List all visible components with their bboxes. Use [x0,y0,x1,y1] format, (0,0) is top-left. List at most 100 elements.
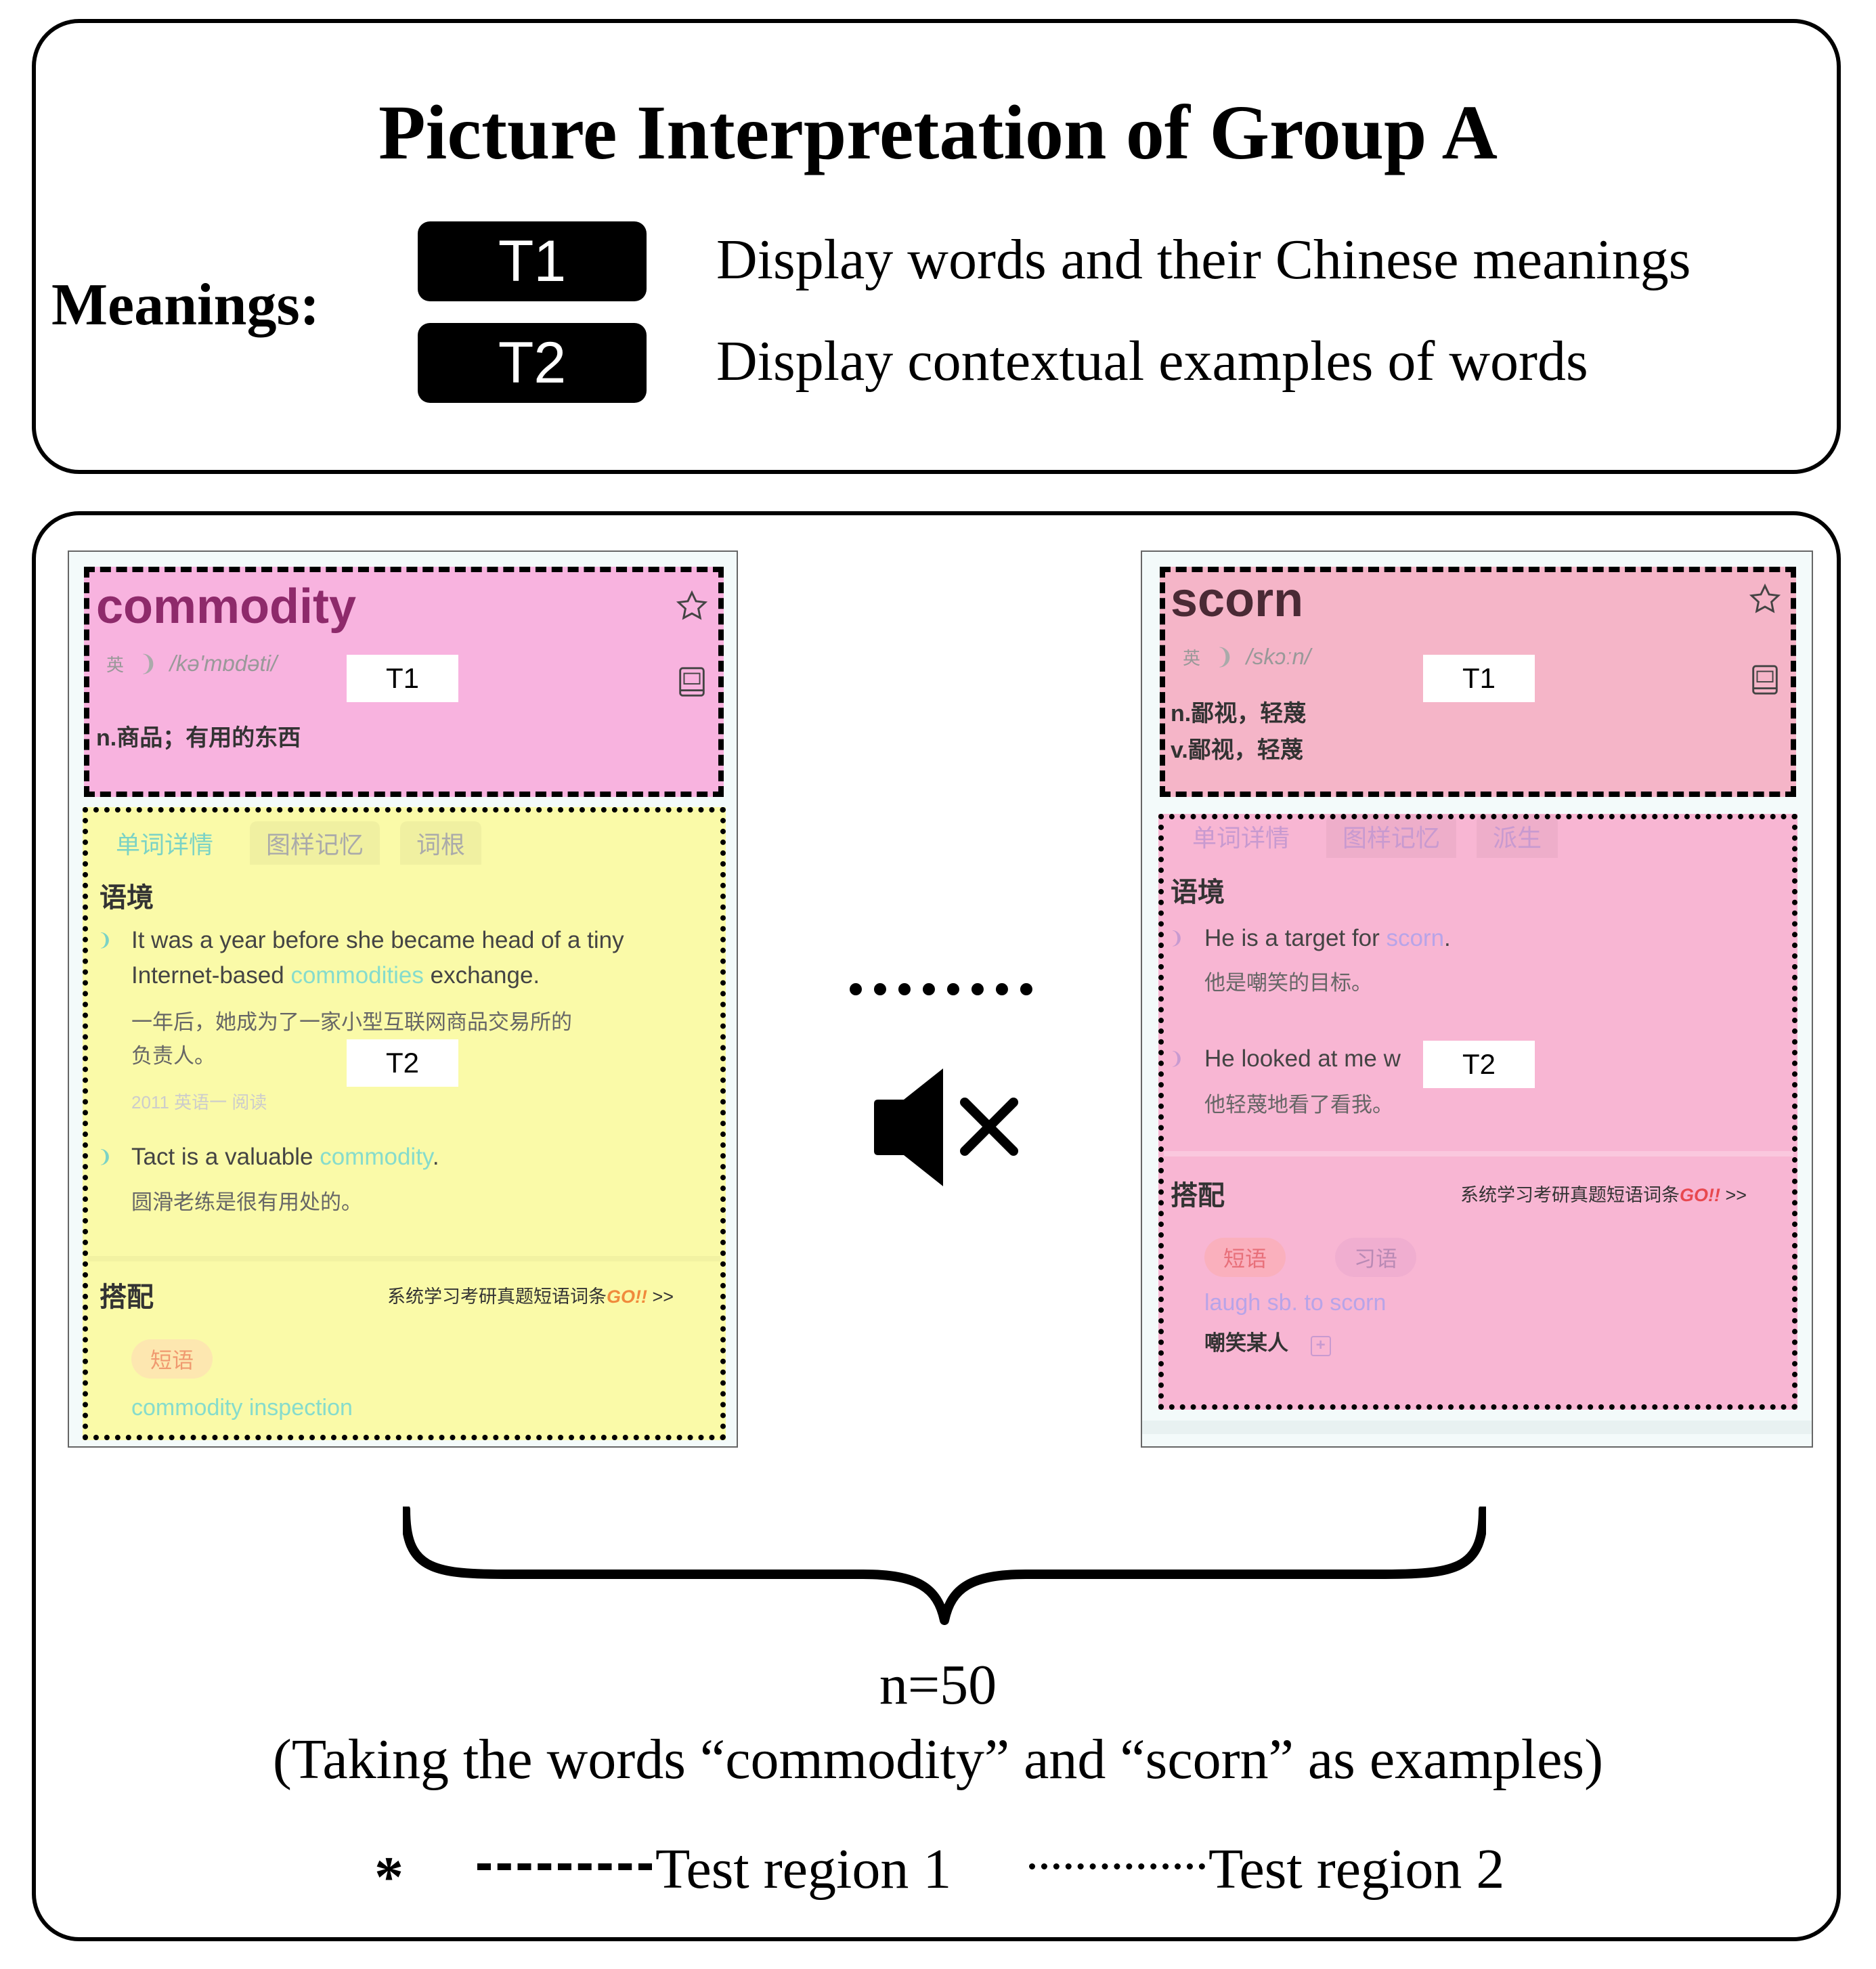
legend-test-region-1: Test region 1 [655,1838,952,1901]
examples-panel [32,511,1841,1941]
tab-picture-memory[interactable]: 图样记忆 [1326,815,1457,858]
right-test-region-2 [1158,814,1797,1410]
right-definition-verb: v.鄙视，轻蔑 [1171,737,1303,763]
left-word: commodity [96,580,357,634]
left-t2-region [83,807,726,1440]
speaker-icon[interactable]: ❩ [1169,1048,1184,1068]
tab-root[interactable]: 词根 [400,821,482,865]
left-phonetic-text: /kə'mɒdəti/ [169,651,278,676]
t1-tag: T1 [418,221,647,301]
right-collocation-link[interactable]: 系统学习考研真题短语词条GO!! >> [1460,1180,1747,1207]
left-collocation-heading: 搭配 [100,1282,154,1312]
star-icon[interactable] [675,589,709,623]
left-collocation-link[interactable]: 系统学习考研真题短语词条GO!! >> [387,1282,674,1308]
right-t2-label: T2 [1423,1041,1535,1088]
tab-word-detail[interactable]: 单词详情 [1192,824,1290,852]
tab-picture-memory[interactable]: 图样记忆 [250,821,380,865]
right-example-2-zh: 他轻蔑地看了看我。 [1204,1093,1393,1117]
left-example-2-en: Tact is a valuable commodity. [131,1140,439,1175]
t2-description: Display contextual examples of words [716,330,1588,393]
left-phone-screenshot: commodity 英 ❩ /kə'mɒdəti/ T1 n.商品；有用的东西 单词… [68,550,738,1448]
right-t1-label: T1 [1423,655,1535,702]
speaker-icon[interactable]: ❩ [1169,928,1184,948]
right-phonetic-text: /skɔːn/ [1246,644,1311,669]
left-example-1-en: It was a year before she became head of … [131,923,714,993]
mute-speaker-icon [874,1068,1018,1186]
left-context-heading: 语境 [100,883,154,913]
right-phrase-meaning: 嘲笑某人 + [1204,1326,1331,1356]
meanings-legend-box [32,19,1841,474]
collocation-link-text: 系统学习考研真题短语词条 [1460,1185,1680,1205]
right-ex1-post: . [1444,925,1451,951]
right-phonetic: 英❩/skɔːn/ [1183,643,1311,670]
left-example-1-zh: 一年后，她成为了一家小型互联网商品交易所的 负责人。 [131,1005,572,1073]
left-lang-label: 英 [106,655,125,675]
left-tabs: 单词详情 图样记忆词根 [100,821,502,865]
right-ex1-highlight: scorn [1386,925,1445,951]
meanings-label: Meanings: [51,272,320,338]
left-example-2-zh: 圆滑老练是很有用处的。 [131,1190,362,1214]
left-t2-label: T2 [347,1039,458,1087]
right-phrase[interactable]: laugh sb. to scorn [1204,1290,1387,1316]
right-t2-region [1158,814,1797,1410]
speaker-icon[interactable]: ❩ [97,1146,112,1167]
left-example-source: 2011 英语一 阅读 [131,1092,267,1112]
collocation-go: GO!! [607,1286,647,1307]
left-t1-label: T1 [347,655,458,702]
left-phrase-chip[interactable]: 短语 [131,1339,213,1379]
tab-word-detail[interactable]: 单词详情 [116,831,214,859]
star-icon[interactable] [1748,582,1782,616]
left-test-region-1 [84,567,724,797]
curly-brace [403,1507,1486,1625]
legend-dotted-line [1029,1863,1205,1869]
right-idiom-chip[interactable]: 习语 [1335,1238,1417,1277]
left-ex1-zh-line2: 负责人。 [131,1044,215,1068]
tab-derivative[interactable]: 派生 [1477,815,1558,858]
divider [1164,1151,1793,1156]
left-ex1-line2-pre: Internet-based [131,962,291,989]
legend-test-region-2: Test region 2 [1208,1838,1505,1901]
collocation-link-text: 系统学习考研真题短语词条 [387,1286,607,1307]
collocation-go: GO!! [1680,1185,1720,1205]
right-example-2-en: He looked at me w [1204,1045,1401,1072]
right-example-1-zh: 他是嘲笑的目标。 [1204,971,1372,995]
right-example-1-en: He is a target for scorn. [1204,921,1451,956]
divider [88,1256,720,1261]
left-ex2-post: . [432,1144,439,1170]
add-icon[interactable]: + [1310,1336,1331,1356]
page-title: Picture Interpretation of Group A [378,89,1498,175]
collocation-arrow: >> [1725,1185,1747,1205]
left-ex2-pre: Tact is a valuable [131,1144,320,1170]
sample-size-label: n=50 [879,1653,997,1716]
right-speaker-icon[interactable]: ❩ [1215,644,1234,669]
left-ex1-line2-post: exchange. [423,962,540,989]
right-phrase-zh: 嘲笑某人 [1204,1331,1288,1355]
book-icon[interactable] [677,666,707,699]
right-test-region-1 [1160,567,1796,797]
ellipsis-separator [850,983,1032,995]
left-speaker-icon[interactable]: ❩ [139,651,158,676]
t1-description: Display words and their Chinese meanings [716,228,1691,291]
left-test-region-2 [83,807,726,1440]
examples-caption: (Taking the words “commodity” and “scorn… [272,1728,1604,1791]
right-phone-screenshot: scorn 英❩/skɔːn/ T1 n.鄙视，轻蔑 v.鄙视，轻蔑 单词详情图… [1141,550,1813,1448]
legend-dashed-line [477,1863,652,1870]
left-ex1-zh-line1: 一年后，她成为了一家小型互联网商品交易所的 [131,1010,572,1034]
left-phrase[interactable]: commodity inspection [131,1395,353,1421]
right-definition-noun: n.鄙视，轻蔑 [1171,701,1307,727]
right-definition: n.鄙视，轻蔑 v.鄙视，轻蔑 [1171,695,1306,769]
left-phonetic: 英 ❩ /kə'mɒdəti/ [106,650,277,676]
right-collocation-heading: 搭配 [1171,1181,1225,1211]
collocation-arrow: >> [652,1286,674,1307]
right-context-heading: 语境 [1171,878,1225,907]
book-icon[interactable] [1750,664,1780,697]
left-ex1-line1: It was a year before she became head of … [131,927,624,953]
left-definition: n.商品；有用的东西 [96,725,301,751]
speaker-icon[interactable]: ❩ [97,930,112,950]
right-tabs: 单词详情 图样记忆派生 [1176,815,1578,858]
right-phrase-chip[interactable]: 短语 [1204,1238,1286,1277]
t2-tag: T2 [418,323,647,403]
right-ex1-pre: He is a target for [1204,925,1387,951]
right-word: scorn [1171,573,1304,627]
left-ex2-highlight: commodity [320,1144,433,1170]
